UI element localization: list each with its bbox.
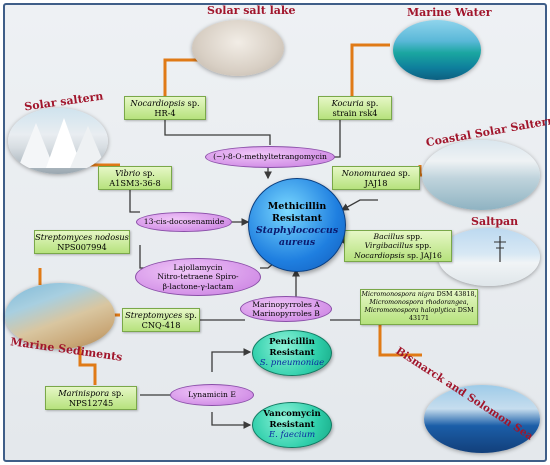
solar-salt-lake-photo: [192, 20, 284, 76]
pathogen-node-vancomycin-resistant: Vancomycin Resistant E. faecium: [252, 402, 332, 448]
coastal-solar-saltern-photo: [422, 140, 540, 210]
organism-box-kocuria-rsk4: Kocuria sp. strain rsk4: [318, 96, 392, 120]
organism-box-streptomyces-cnq418: Streptomyces sp. CNQ-418: [122, 308, 200, 332]
marine-water-photo: [393, 20, 481, 80]
solar-saltern-photo: [8, 108, 108, 174]
saltpan-photo: [438, 228, 540, 286]
compound-oval-docosenamide: 13-cis-docosenamide: [136, 212, 232, 232]
organism-box-streptomyces-nodosus: Streptomyces nodosus NPS007994: [34, 230, 130, 254]
organism-box-nocardiopsis-hr4: Nocardiopsis sp. HR-4: [124, 96, 206, 120]
center-node-mrsa: Methicillin Resistant Staphylococcus aur…: [248, 178, 346, 272]
habitat-label-solar-salt-lake: Solar salt lake: [207, 4, 296, 17]
organism-box-marinispora: Marinispora sp. NPS12745: [45, 386, 137, 410]
compound-oval-lynamicin: Lynamicin E: [170, 384, 254, 406]
organism-box-nonomuraea: Nonomuraea sp. JAJ18: [332, 166, 420, 190]
marine-sediments-photo: [5, 283, 115, 349]
habitat-label-saltpan: Saltpan: [471, 215, 519, 228]
compound-oval-marinopyrroles: Marinopyrroles A Marinopyrroles B: [240, 296, 332, 322]
organism-box-vibrio: Vibrio sp. A1SM3-36-8: [98, 166, 172, 190]
organism-box-bacillus-virgibacillus: Bacillus spp. Virgibacillus spp. Nocardi…: [344, 230, 452, 262]
pathogen-node-penicillin-resistant: Penicillin Resistant S. pneumoniae: [252, 330, 332, 376]
compound-oval-methyltetrangomycin: (−)-8-O-methyltetrangomycin: [205, 146, 335, 168]
compound-oval-lajollamycin: Lajollamycin Nitro-tetraene Spiro- β-lac…: [135, 258, 261, 296]
organism-box-micromonospora: Micromonospora nigra DSM 43818, Micromon…: [360, 289, 478, 325]
habitat-label-marine-water: Marine Water: [407, 6, 492, 19]
bismarck-solomon-sea-photo: [424, 385, 540, 453]
